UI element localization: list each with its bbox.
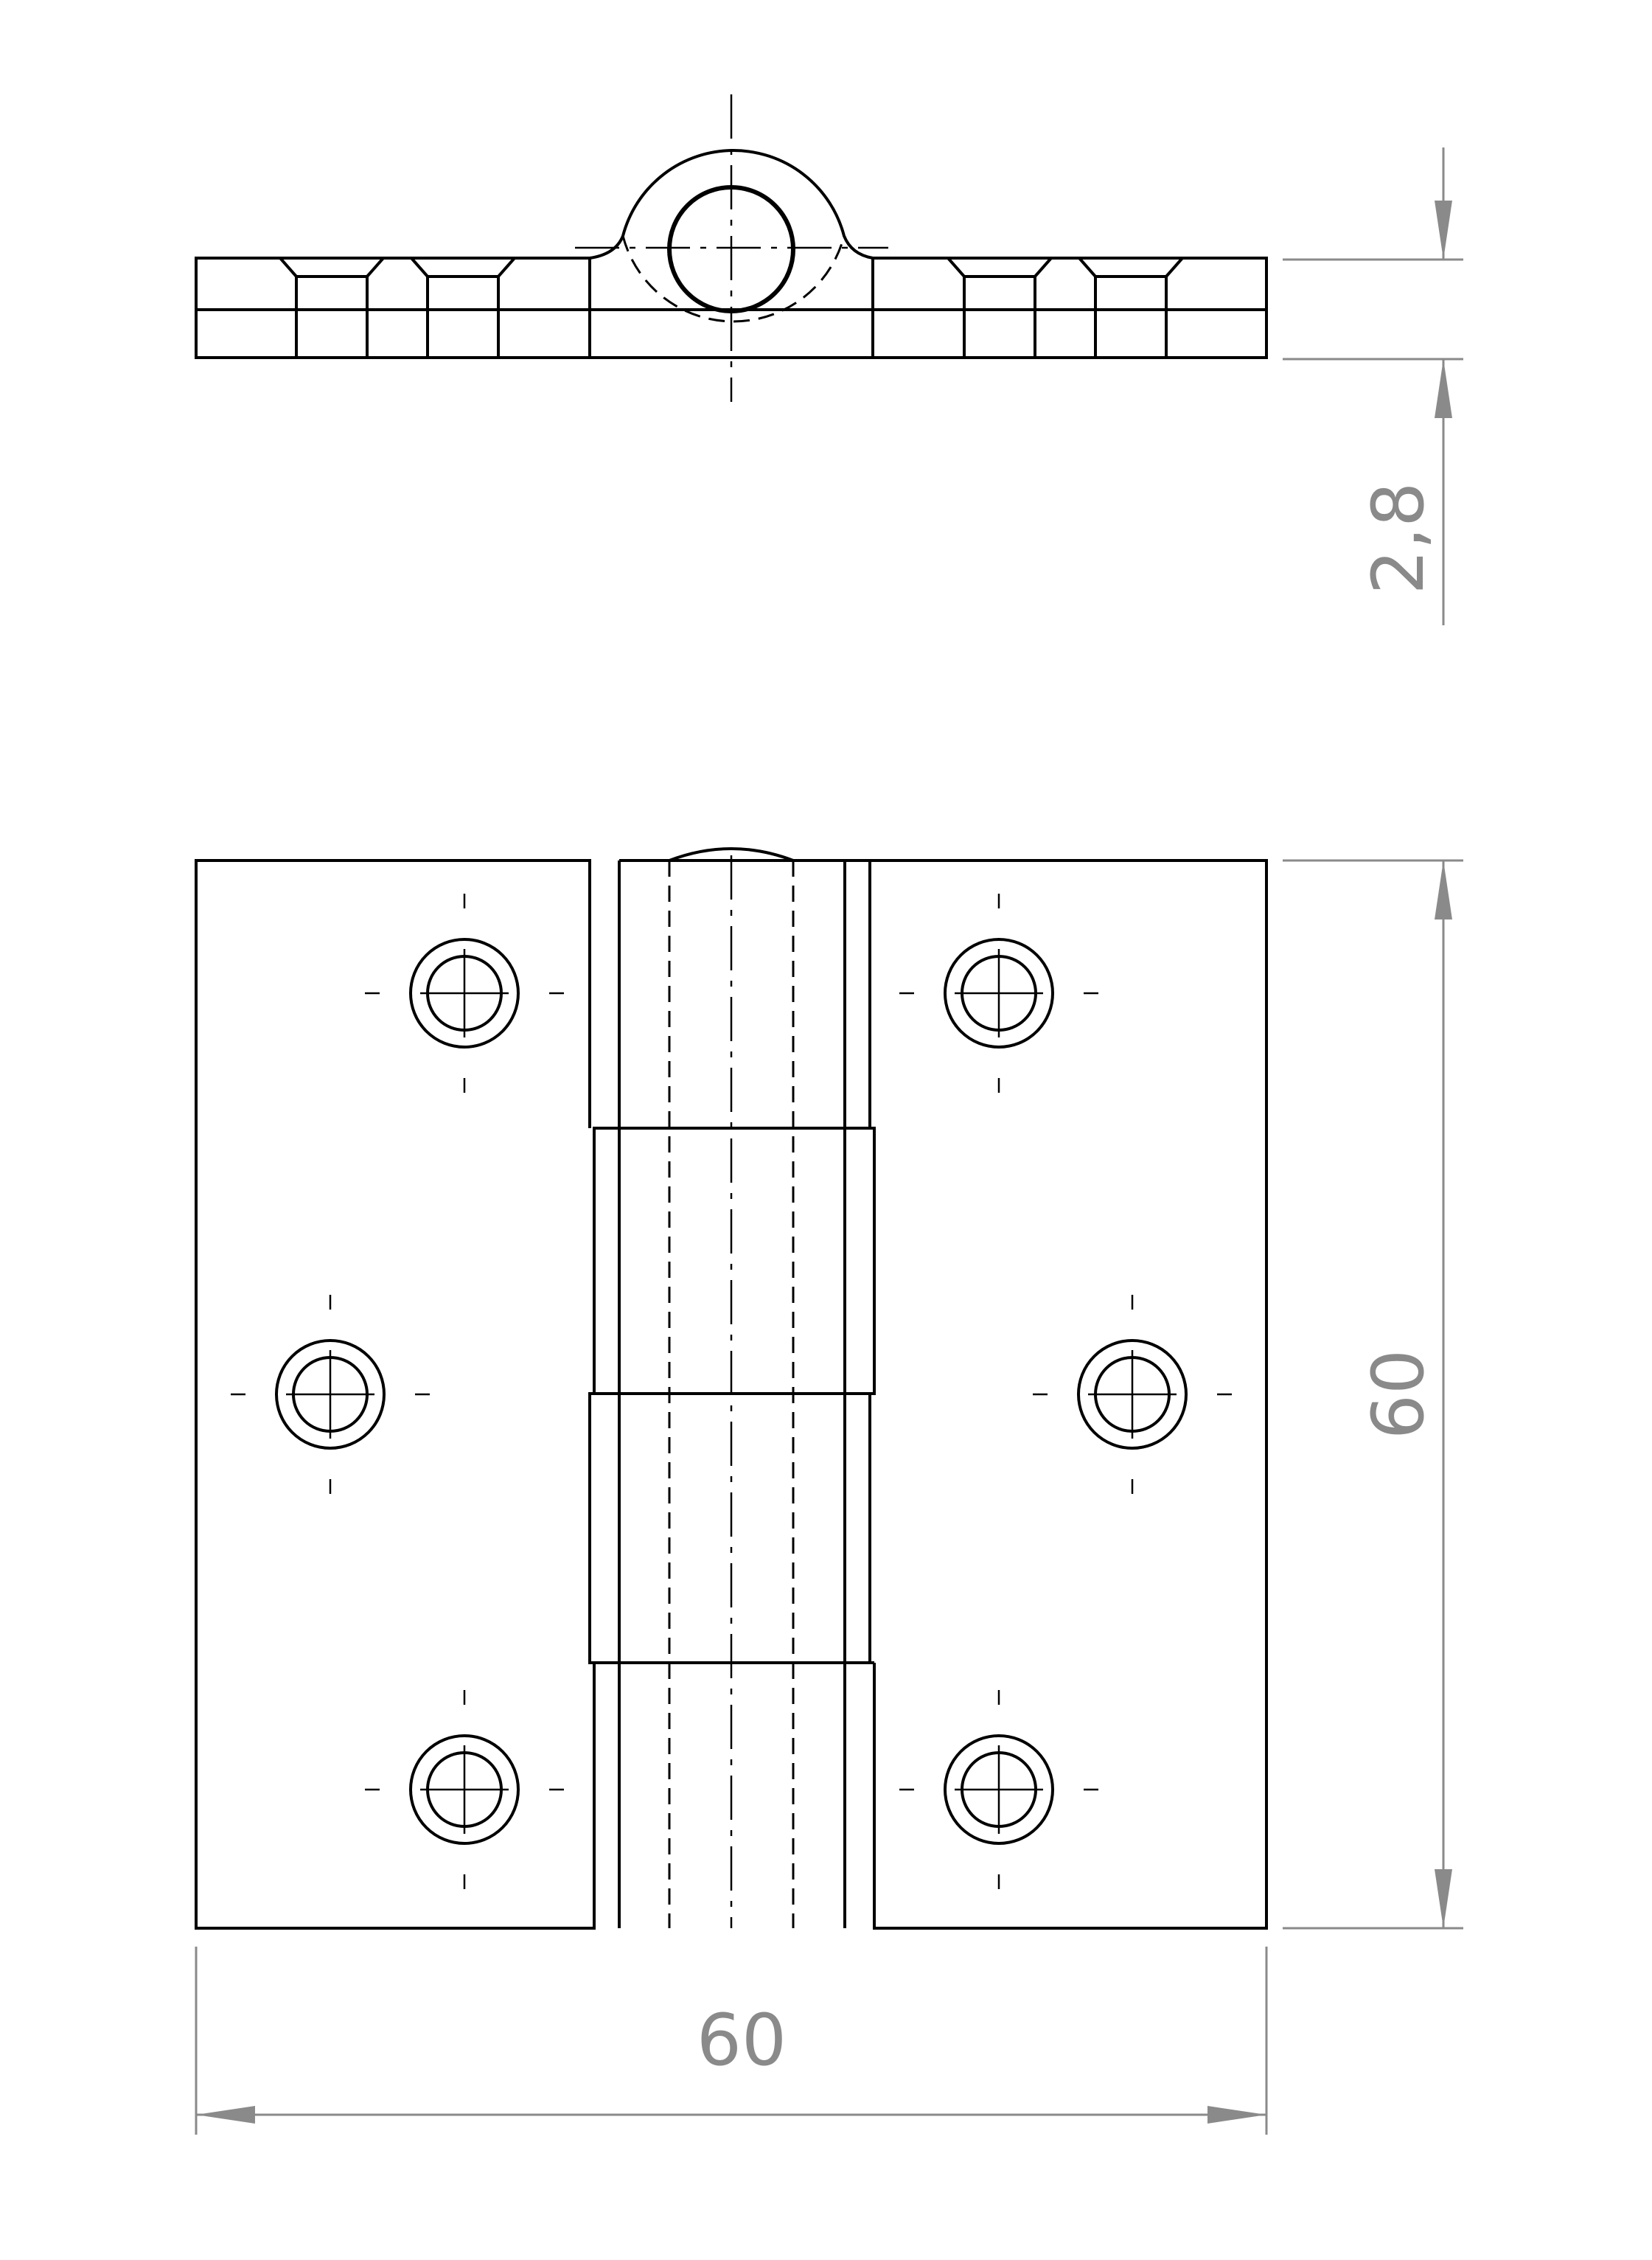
screw-hole xyxy=(1033,1295,1232,1494)
dim-thickness-arrow-bottom xyxy=(1435,359,1452,418)
screw-hole xyxy=(231,1295,430,1494)
screw-hole-countersink xyxy=(944,1734,1054,1845)
top-view-countersink-3 xyxy=(947,257,1053,278)
top-view xyxy=(195,94,1268,402)
top-view-countersink-4 xyxy=(1078,257,1184,278)
top-view-hole-lines xyxy=(295,277,1168,358)
dim-thickness-arrow-top xyxy=(1435,201,1452,260)
dim-height-arrow-bottom xyxy=(1435,1869,1452,1928)
screw-holes xyxy=(231,894,1232,1889)
dim-thickness-label: 2,8 xyxy=(1357,482,1440,595)
screw-hole xyxy=(899,894,1098,1093)
top-view-countersink-2 xyxy=(410,257,516,278)
screw-hole xyxy=(899,1690,1098,1889)
screw-hole-countersink xyxy=(944,938,1054,1049)
front-view xyxy=(195,847,1268,1930)
front-view-pin-head xyxy=(669,847,794,862)
screw-hole-countersink xyxy=(409,938,520,1049)
dim-height-label: 60 xyxy=(1357,1349,1440,1439)
front-view-knuckle xyxy=(588,859,876,1928)
front-view-right-leaf xyxy=(868,859,1268,1930)
front-view-left-leaf xyxy=(195,859,596,1930)
dim-width-arrow-right xyxy=(1207,2106,1266,2124)
top-view-knuckle-outer xyxy=(589,149,874,260)
screw-hole xyxy=(365,894,564,1093)
dim-width-label: 60 xyxy=(697,1999,787,2082)
top-view-right-leaf xyxy=(873,257,1268,359)
top-view-countersink-1 xyxy=(279,257,385,278)
dimensions: 2,8 60 60 xyxy=(195,147,1463,2135)
top-view-knuckle-hidden xyxy=(621,235,846,323)
screw-hole xyxy=(365,1690,564,1889)
screw-hole-countersink xyxy=(1077,1339,1188,1450)
screw-hole-countersink xyxy=(275,1339,386,1450)
dim-width-arrow-left xyxy=(196,2106,255,2124)
dim-height-arrow-top xyxy=(1435,860,1452,919)
screw-hole-countersink xyxy=(409,1734,520,1845)
